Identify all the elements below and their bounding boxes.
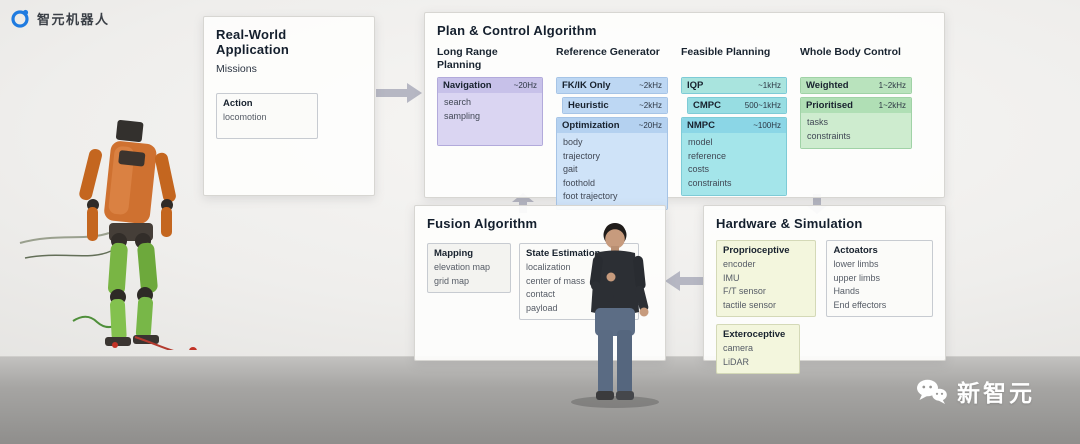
box-item: IMU <box>723 272 740 283</box>
cmpc-box: CMPC 500~1kHz <box>687 97 787 114</box>
box-item: search <box>444 97 472 107</box>
box-item: End effectors <box>833 299 887 310</box>
box-name: Navigation <box>443 80 492 91</box>
box-name: Exteroceptive <box>723 329 786 340</box>
presenter-person <box>571 223 659 408</box>
column-header: Reference Generator <box>556 46 660 58</box>
box-rate: ~20Hz <box>638 121 662 130</box>
box-item: payload <box>526 302 558 313</box>
box-name: Actoators <box>833 245 878 256</box>
box-item: constraints <box>688 177 732 188</box>
box-item: F/T sensor <box>723 286 766 296</box>
box-item: tactile sensor <box>723 299 777 310</box>
heuristic-box: Heuristic ~2kHz <box>562 97 668 114</box>
exteroceptive-box: Exteroceptive camera LiDAR <box>716 324 800 374</box>
watermark-text: 新智元 <box>957 380 1035 406</box>
box-rate: ~2kHz <box>639 81 662 90</box>
box-item: model <box>688 137 713 147</box>
box-item: upper limbs <box>833 272 880 283</box>
box-rate: ~100Hz <box>753 121 781 130</box>
box-rate: 500~1kHz <box>744 101 781 110</box>
arrow-real-to-plan-icon <box>376 83 422 103</box>
column-header: Whole Body Control <box>800 46 901 58</box>
box-rate: 1~2kHz <box>878 101 906 110</box>
fkik-only-box: FK/IK Only ~2kHz <box>556 77 668 94</box>
box-rate: 1~2kHz <box>878 81 906 90</box>
box-name: Mapping <box>434 248 474 259</box>
plan-column-long-range-planning: Long Range Planning Navigation ~20Hz sea… <box>437 46 543 213</box>
box-name: Action <box>223 98 253 109</box>
box-item: locomotion <box>223 112 267 122</box>
box-name: IQP <box>687 80 704 91</box>
nmpc-box: NMPC ~100Hz model reference costs constr… <box>681 117 787 196</box>
mapping-box: Mapping elevation map grid map <box>427 243 511 293</box>
box-item: contact <box>526 289 556 299</box>
panel-title: Plan & Control Algorithm <box>437 23 597 38</box>
panel-plan-control-algorithm: Plan & Control Algorithm Long Range Plan… <box>424 12 945 210</box>
box-item: tasks <box>807 117 829 127</box>
panel-title: Real-World Application <box>216 27 289 57</box>
box-item: LiDAR <box>723 356 750 367</box>
box-name: CMPC <box>693 100 721 111</box>
missions-label: Missions <box>216 63 257 75</box>
box-rate: ~20Hz <box>513 81 537 90</box>
box-name: NMPC <box>687 120 715 131</box>
proprioceptive-box: Proprioceptive encoder IMU F/T sensor ta… <box>716 240 817 317</box>
box-name: Heuristic <box>568 100 609 111</box>
box-item: grid map <box>434 275 470 286</box>
actuators-box: Actoators lower limbs upper limbs Hands … <box>826 240 933 317</box>
plan-column-feasible-planning: Feasible Planning IQP ~1kHz CMPC 500~1kH… <box>681 46 787 213</box>
box-item: elevation map <box>434 262 491 272</box>
robot-simulation-figure <box>19 119 197 350</box>
box-item: Hands <box>833 286 860 296</box>
box-name: Prioritised <box>806 100 853 111</box>
watermark: 新智元 <box>916 374 1035 408</box>
agibot-logo-icon <box>11 9 29 28</box>
box-item: center of mass <box>526 275 586 286</box>
iqp-box: IQP ~1kHz <box>681 77 787 94</box>
plan-column-whole-body-control: Whole Body Control Weighted 1~2kHz Prior… <box>800 46 912 213</box>
arrow-hardware-to-fusion-icon <box>665 271 705 291</box>
box-item: gait <box>563 164 578 174</box>
navigation-box: Navigation ~20Hz search sampling <box>437 77 543 146</box>
box-item: constraints <box>807 130 851 141</box>
box-item: foothold <box>563 177 596 188</box>
column-header: Long Range Planning <box>437 46 498 71</box>
box-item: reference <box>688 150 727 161</box>
box-name: Proprioceptive <box>723 245 790 256</box>
brand-name: 智元机器人 <box>37 11 110 27</box>
panel-real-world-application: Real-World Application Missions Action l… <box>203 16 375 196</box>
box-item: body <box>563 137 583 147</box>
panel-title: Fusion Algorithm <box>427 216 538 231</box>
box-item: lower limbs <box>833 259 879 269</box>
panel-hardware-simulation: Hardware & Simulation Proprioceptive enc… <box>703 205 946 374</box>
box-rate: ~2kHz <box>639 101 662 110</box>
stage-floor <box>0 356 1080 444</box>
box-name: State Estimation <box>526 248 601 259</box>
action-box: Action locomotion <box>216 93 318 139</box>
box-item: encoder <box>723 259 756 269</box>
box-name: Weighted <box>806 80 849 91</box>
box-name: Optimization <box>562 120 620 131</box>
box-item: sampling <box>444 110 481 121</box>
box-item: camera <box>723 343 754 353</box>
box-item: trajectory <box>563 150 601 161</box>
box-item: foot trajectory <box>563 191 618 201</box>
box-name: FK/IK Only <box>562 80 611 91</box>
brand-logo: 智元机器人 <box>10 8 110 28</box>
wechat-icon <box>917 379 947 404</box>
prioritised-box: Prioritised 1~2kHz tasks constraints <box>800 97 912 149</box>
box-item: costs <box>688 164 710 174</box>
optimization-box: Optimization ~20Hz body trajectory gait … <box>556 117 668 210</box>
box-item: localization <box>526 262 571 272</box>
weighted-box: Weighted 1~2kHz <box>800 77 912 94</box>
panel-title: Hardware & Simulation <box>716 216 863 231</box>
box-rate: ~1kHz <box>758 81 781 90</box>
plan-column-reference-generator: Reference Generator FK/IK Only ~2kHz Heu… <box>556 46 668 213</box>
column-header: Feasible Planning <box>681 46 771 58</box>
